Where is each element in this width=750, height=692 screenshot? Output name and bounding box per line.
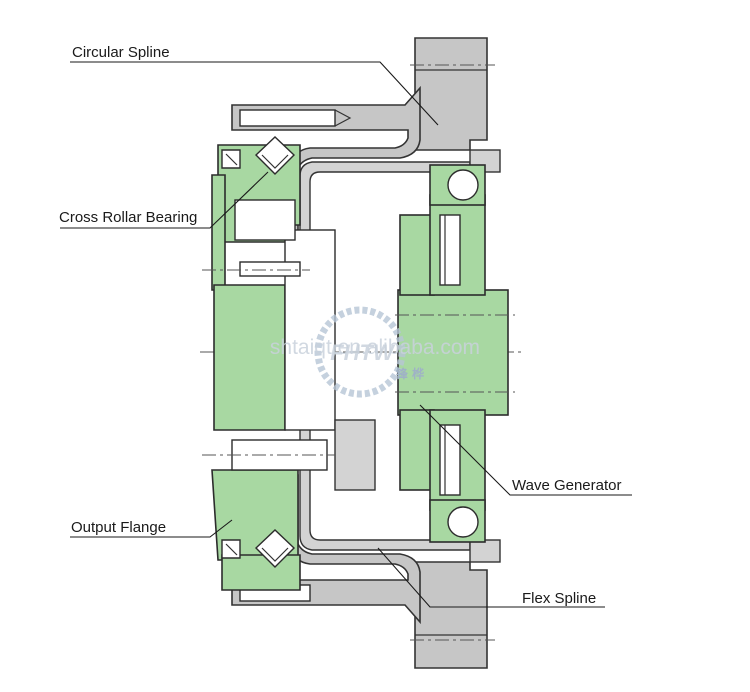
output-flange-part [202, 136, 376, 591]
label-circular-spline: Circular Spline [72, 44, 170, 61]
watermark-gear-icon [314, 306, 406, 398]
watermark-logo-text: FHTW [330, 340, 396, 365]
label-flex-spline: Flex Spline [522, 590, 596, 607]
leader-lines [60, 61, 632, 608]
watermark-url: shtaiqt.en.alibaba.com [270, 336, 480, 359]
watermark: FHTW 锋 桦 shtaiqt.en.alibaba.com [270, 306, 480, 398]
label-wave-generator: Wave Generator [512, 477, 622, 494]
watermark-logo-cn: 锋 桦 [396, 366, 424, 381]
label-cross-roller-bearing: Cross Rollar Bearing [59, 209, 197, 226]
label-output-flange: Output Flange [71, 519, 166, 536]
wave-generator-part [395, 164, 515, 543]
